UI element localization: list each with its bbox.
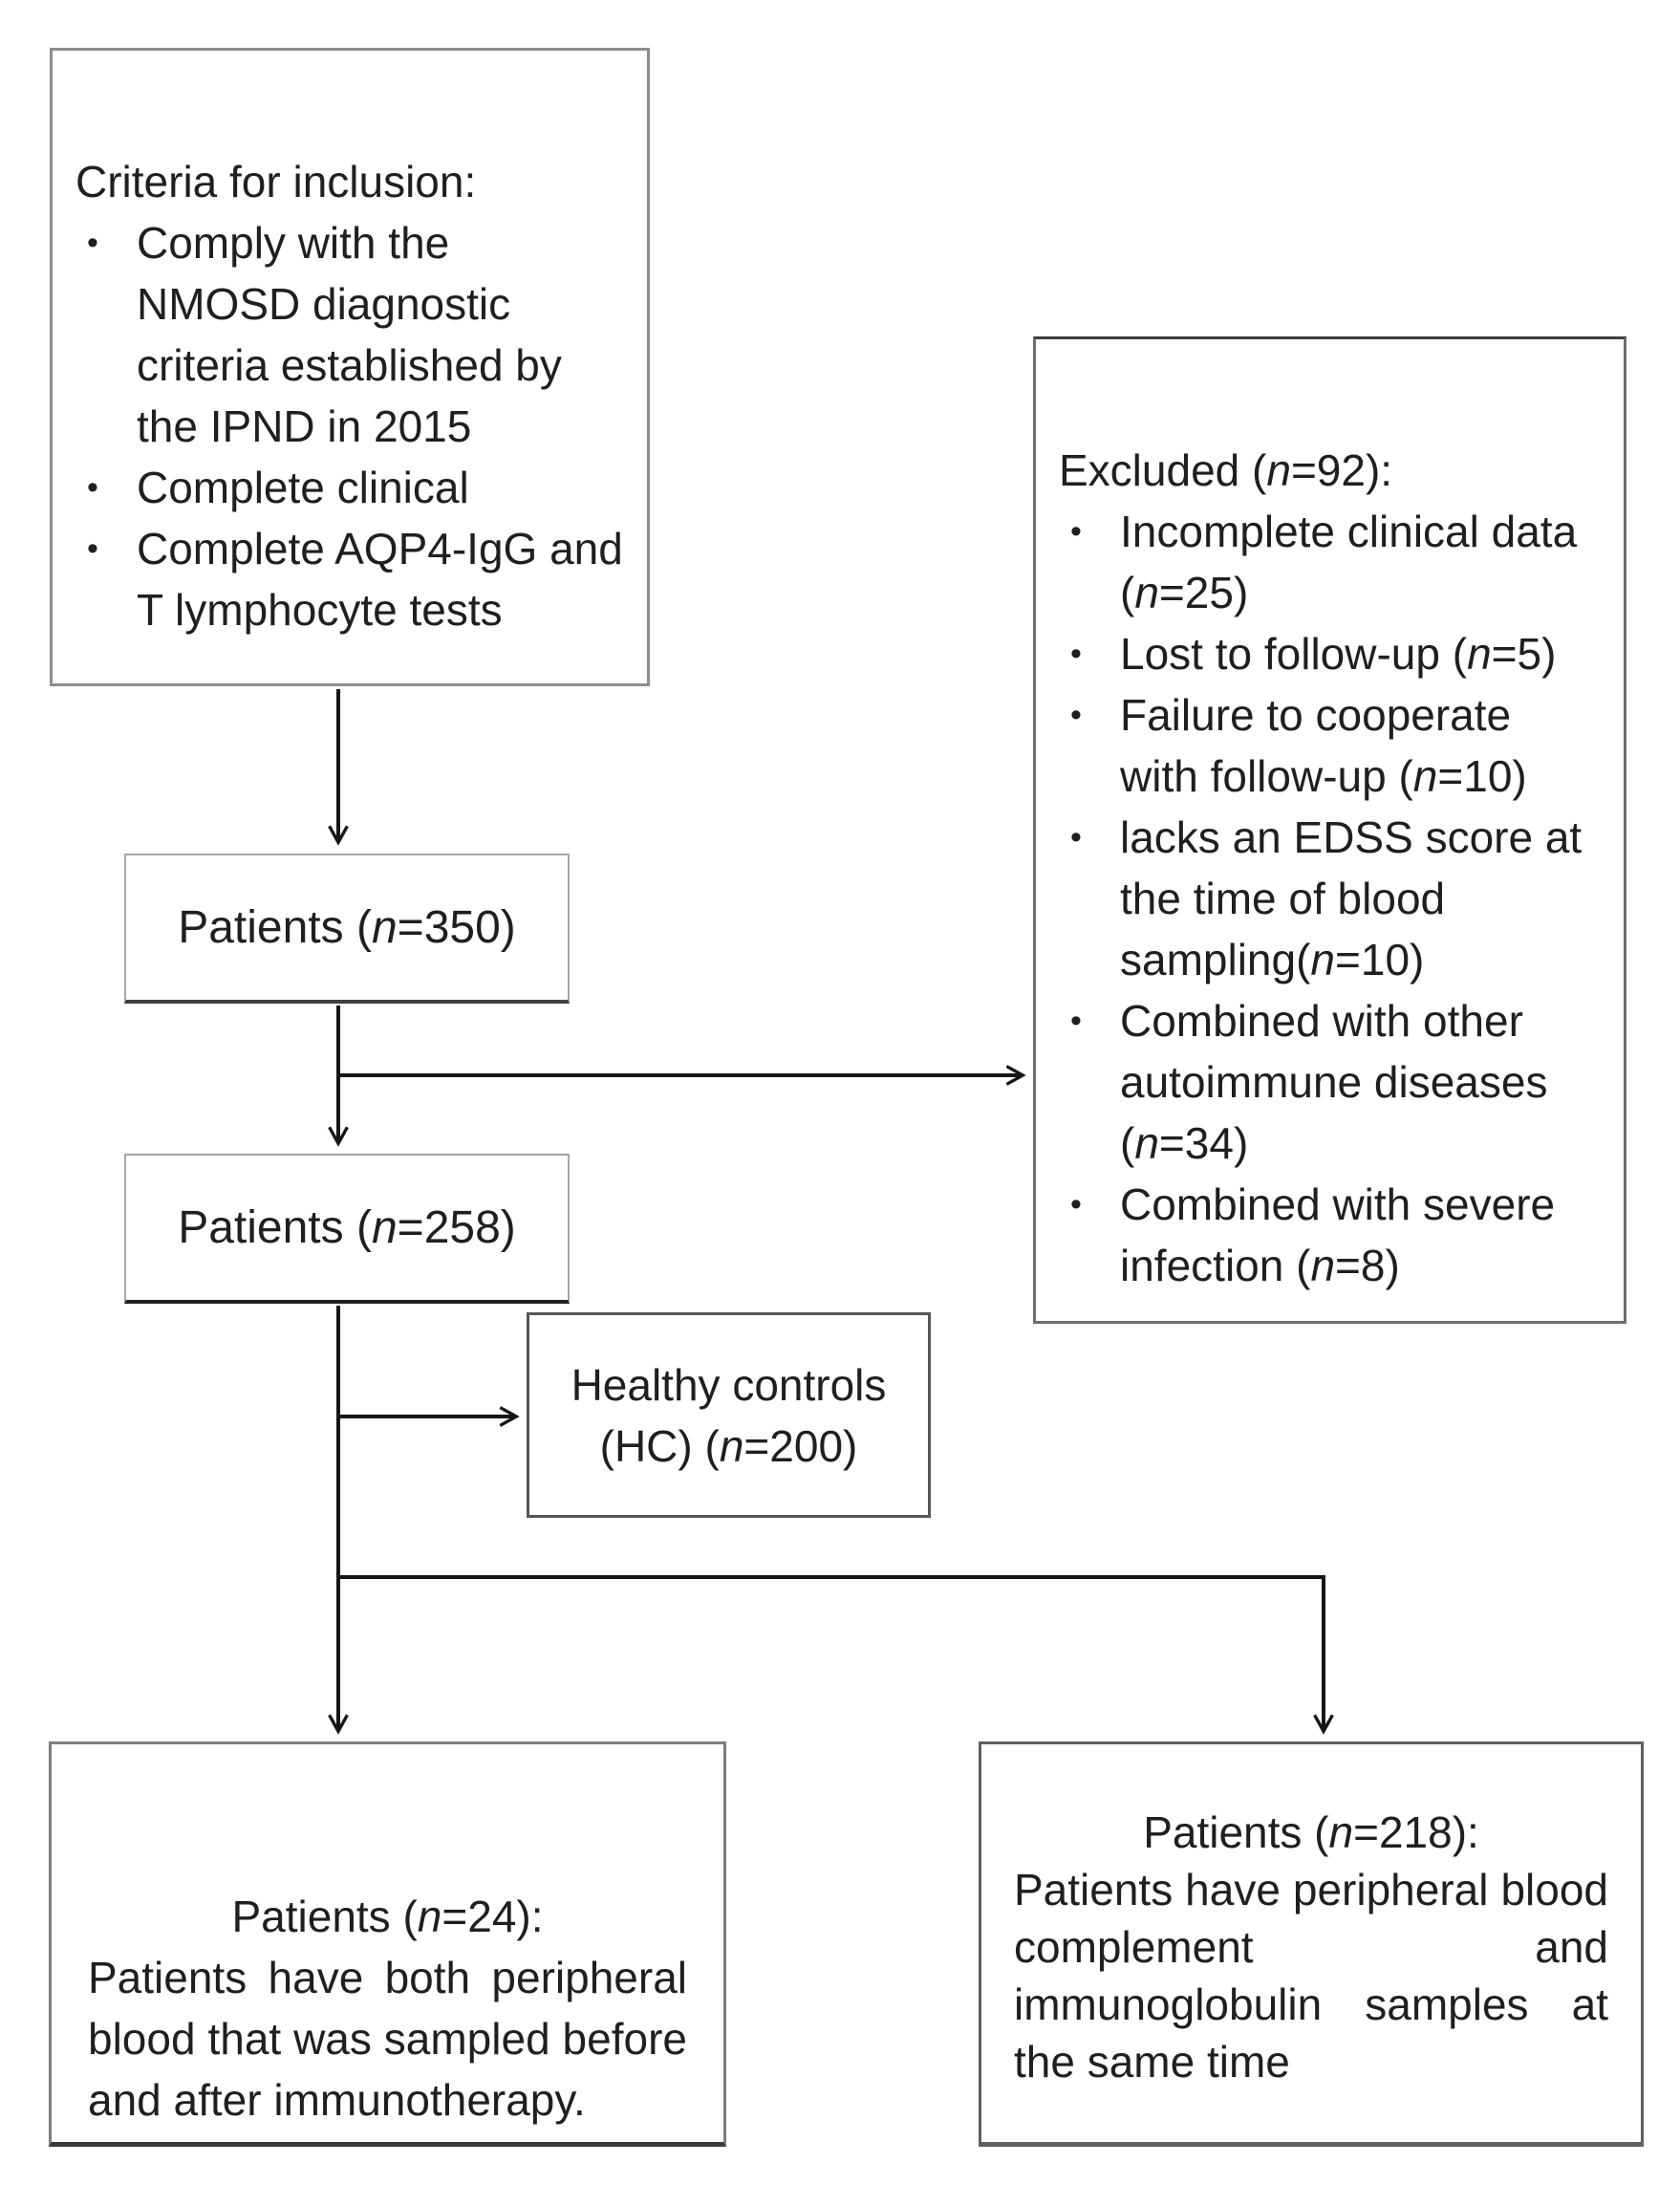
flow-line: criteria established by <box>137 340 562 390</box>
bullet-icon: • <box>1070 513 1082 550</box>
flow-line: Comply with the <box>137 218 450 268</box>
flow-line: Complete AQP4-IgG and <box>137 524 623 573</box>
flow-line: Combined with severe <box>1120 1179 1556 1229</box>
patients-350-box: Patients (n=350) <box>124 854 570 1004</box>
healthy-controls-box: Healthy controls (HC) (n=200) <box>527 1312 931 1518</box>
bullet-icon: • <box>1070 1186 1082 1222</box>
bullet-icon: • <box>87 225 98 261</box>
bullet-item: • Lost to follow-up (n=5) <box>1059 623 1608 684</box>
patients-24-title: Patients (n=24): <box>231 1892 544 1941</box>
bullet-item: • Combined with severe infection (n=8) <box>1059 1174 1608 1296</box>
bullet-icon: • <box>1070 697 1082 733</box>
bullet-item: • Comply with the NMOSD diagnostic crite… <box>75 212 630 457</box>
healthy-controls-line1: Healthy controls <box>571 1359 887 1410</box>
flow-line: Combined with other <box>1120 996 1523 1046</box>
bullet-icon: • <box>1070 819 1082 855</box>
flow-line: Lost to follow-up (n=5) <box>1120 629 1557 679</box>
flow-line: Complete clinical <box>137 463 469 512</box>
inclusion-criteria-box: Criteria for inclusion: • Comply with th… <box>50 48 650 686</box>
flow-line: Patients have both peripheral <box>88 1953 687 2002</box>
bullet-item: • Complete AQP4-IgG and T lymphocyte tes… <box>75 518 630 640</box>
flow-line: and after immunotherapy. <box>88 2075 586 2125</box>
flow-line: Failure to cooperate <box>1120 690 1512 740</box>
bullet-item: • Incomplete clinical data (n=25) <box>1059 501 1608 623</box>
flow-line: lacks an EDSS score at <box>1120 812 1583 862</box>
bullet-item: • Combined with other autoimmune disease… <box>1059 990 1608 1174</box>
flow-line: autoimmune diseases <box>1120 1057 1548 1107</box>
flow-line: sampling(n=10) <box>1120 935 1425 984</box>
bullet-icon: • <box>1070 636 1082 672</box>
bullet-icon: • <box>87 530 98 567</box>
bullet-item: • lacks an EDSS score at the time of blo… <box>1059 807 1608 990</box>
flow-line: the time of blood <box>1120 874 1446 923</box>
flow-line: (n=34) <box>1120 1118 1249 1168</box>
flow-line: Incomplete clinical data <box>1120 507 1578 556</box>
excluded-title: Excluded (n=92): <box>1059 445 1393 495</box>
excluded-box: Excluded (n=92): • Incomplete clinical d… <box>1033 336 1626 1324</box>
flow-line: complement and <box>1014 1922 1608 1972</box>
patients-350-label: Patients (n=350) <box>178 902 516 953</box>
flow-line: NMOSD diagnostic <box>137 279 511 329</box>
connector-to-complement-box <box>338 1575 1324 1730</box>
flow-line: blood that was sampled before <box>88 2014 687 2064</box>
patients-258-box: Patients (n=258) <box>124 1154 570 1304</box>
bullet-icon: • <box>87 469 98 506</box>
healthy-controls-line2: (HC) (n=200) <box>599 1420 858 1471</box>
flow-line: infection (n=8) <box>1120 1241 1400 1290</box>
bullet-item: • Complete clinical <box>75 457 630 518</box>
flow-line: the IPND in 2015 <box>137 401 472 451</box>
complement-immunoglobulin-box: Patients (n=218): Patients have peripher… <box>979 1741 1644 2147</box>
before-after-immunotherapy-box: Patients (n=24): Patients have both peri… <box>49 1741 726 2147</box>
patients-218-title: Patients (n=218): <box>1143 1807 1479 1857</box>
bullet-icon: • <box>1070 1003 1082 1039</box>
flow-line: Patients have peripheral blood <box>1014 1865 1608 1914</box>
inclusion-criteria-title: Criteria for inclusion: <box>75 157 477 206</box>
bullet-item: • Failure to cooperate with follow-up (n… <box>1059 684 1608 807</box>
flow-line: the same time <box>1014 2037 1290 2087</box>
patients-258-label: Patients (n=258) <box>178 1202 516 1253</box>
flow-line: immunoglobulin samples at <box>1014 1979 1608 2029</box>
flow-line: (n=25) <box>1120 568 1249 617</box>
flow-line: T lymphocyte tests <box>137 585 503 635</box>
flow-line: with follow-up (n=10) <box>1120 751 1527 801</box>
